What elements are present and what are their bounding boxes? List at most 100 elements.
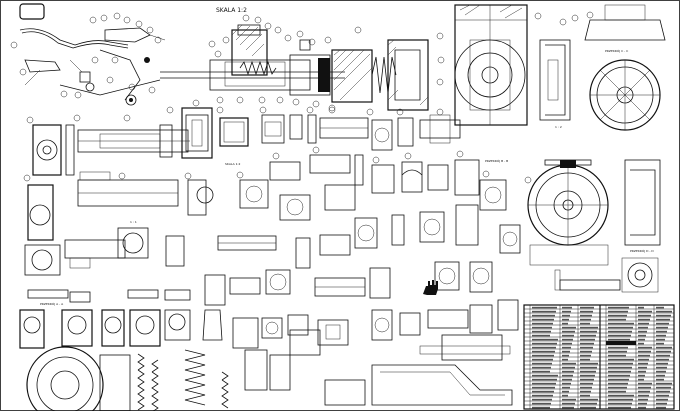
- table-cell-text-stroke: [580, 398, 598, 401]
- table-cell-text-stroke: [580, 350, 592, 353]
- table-cell-text-stroke: [532, 390, 554, 393]
- table-cell-text-stroke: [532, 362, 552, 365]
- scale-label: SKALA 1:2: [216, 7, 247, 14]
- table-cell-text-stroke: [608, 398, 633, 401]
- table-cell-text-stroke: [532, 338, 558, 341]
- table-cell-text-stroke: [608, 350, 627, 353]
- balloon-callouts-row-1: [26, 99, 444, 124]
- table-cell-text-stroke: [580, 322, 590, 325]
- table-cell-text-stroke: [656, 314, 671, 317]
- table-cell-text-stroke: [656, 334, 666, 337]
- table-cell-text-stroke: [656, 398, 668, 401]
- pedal-linkage-view: [19, 27, 166, 106]
- table-cell-text-stroke: [608, 374, 630, 377]
- table-cell-text-stroke: [656, 330, 667, 333]
- table-cell-text-stroke: [532, 394, 553, 397]
- table-cell-text-stroke: [656, 366, 667, 369]
- section-label-a: PRZEKRÓJ A - A: [40, 301, 64, 306]
- table-cell-text-stroke: [638, 370, 646, 373]
- table-cell-text-stroke: [656, 322, 669, 325]
- table-cell-text-stroke: [562, 342, 572, 345]
- table-cell-text-stroke: [532, 406, 550, 409]
- table-highlight-cell: [606, 341, 636, 345]
- table-cell-text-stroke: [656, 406, 666, 409]
- table-cell-text-stroke: [532, 374, 558, 377]
- table-cell-text-stroke: [656, 362, 668, 365]
- table-cell-text-stroke: [638, 390, 650, 393]
- table-cell-text-stroke: [656, 374, 665, 377]
- table-cell-text-stroke: [656, 358, 669, 361]
- part-views-bottom: [26, 329, 513, 411]
- table-cell-text-stroke: [562, 318, 569, 321]
- table-cell-text-stroke: [638, 354, 650, 357]
- table-cell-text-stroke: [580, 354, 591, 357]
- table-cell-text-stroke: [562, 370, 574, 373]
- table-cell-text-stroke: [580, 342, 594, 345]
- table-cell-text-stroke: [562, 374, 573, 377]
- section-label-c: PRZEKRÓJ C - C: [605, 48, 628, 53]
- table-cell-text-stroke: [656, 378, 664, 381]
- table-cell-text-stroke: [532, 334, 550, 337]
- table-cell-text-stroke: [638, 322, 649, 325]
- table-cell-text-stroke: [562, 330, 575, 333]
- table-cell-text-stroke: [562, 398, 576, 401]
- table-cell-text-stroke: [562, 338, 573, 341]
- table-cell-text-stroke: [580, 390, 591, 393]
- balloon-callouts-row-2: [23, 146, 490, 182]
- table-cell-text-stroke: [532, 382, 556, 385]
- table-cell-text-stroke: [580, 334, 596, 337]
- table-cell-text-stroke: [656, 350, 671, 353]
- part-views-row-5: [19, 299, 519, 361]
- table-cell-text-stroke: [532, 322, 553, 325]
- table-cell-text-stroke: [532, 346, 556, 349]
- table-cell-text-stroke: [608, 370, 631, 373]
- table-cell-text-stroke: [580, 314, 592, 317]
- table-cell-text-stroke: [608, 402, 632, 405]
- table-cell-text-stroke: [580, 394, 590, 397]
- table-cell-text-stroke: [656, 306, 664, 309]
- table-cell-text-stroke: [562, 306, 572, 309]
- table-cell-text-stroke: [532, 358, 553, 361]
- table-cell-text-stroke: [580, 306, 594, 309]
- table-cell-text-stroke: [638, 398, 648, 401]
- table-cell-text-stroke: [638, 378, 644, 381]
- part-views-row-4: [27, 261, 493, 306]
- table-cell-text-stroke: [608, 306, 629, 309]
- table-cell-text-stroke: [532, 354, 554, 357]
- table-cell-text-stroke: [656, 390, 670, 393]
- table-cell-text-stroke: [532, 402, 551, 405]
- table-cell-text-stroke: [638, 362, 648, 365]
- table-cell-text-stroke: [580, 358, 590, 361]
- table-cell-text-stroke: [656, 342, 664, 345]
- table-cell-text-stroke: [532, 310, 556, 313]
- table-cell-text-stroke: [532, 370, 550, 373]
- table-cell-text-stroke: [532, 314, 555, 317]
- table-cell-text-stroke: [638, 330, 647, 333]
- table-cell-text-stroke: [562, 334, 574, 337]
- table-cell-text-stroke: [562, 402, 575, 405]
- table-cell-text-stroke: [638, 402, 647, 405]
- table-cell-text-stroke: [608, 330, 632, 333]
- table-cell-text-stroke: [638, 346, 652, 349]
- table-cell-text-stroke: [638, 310, 652, 313]
- table-cell-text-stroke: [608, 314, 627, 317]
- table-cell-text-stroke: [638, 318, 650, 321]
- scale-ratio-label: 1 : 1: [130, 220, 137, 224]
- table-cell-text-stroke: [656, 346, 672, 349]
- table-cell-text-stroke: [608, 310, 628, 313]
- table-cell-text-stroke: [532, 342, 557, 345]
- table-cell-text-stroke: [638, 386, 651, 389]
- table-cell-text-stroke: [562, 362, 576, 365]
- table-cell-text-stroke: [656, 354, 670, 357]
- table-cell-text-stroke: [638, 366, 647, 369]
- table-cell-text-stroke: [562, 406, 574, 409]
- table-cell-text-stroke: [562, 354, 569, 357]
- table-cell-text-stroke: [608, 366, 632, 369]
- table-cell-text-stroke: [656, 382, 672, 385]
- table-cell-text-stroke: [562, 382, 571, 385]
- table-cell-text-stroke: [580, 330, 597, 333]
- table-cell-text-stroke: [656, 318, 670, 321]
- table-cell-text-stroke: [656, 326, 668, 329]
- table-cell-text-stroke: [608, 358, 634, 361]
